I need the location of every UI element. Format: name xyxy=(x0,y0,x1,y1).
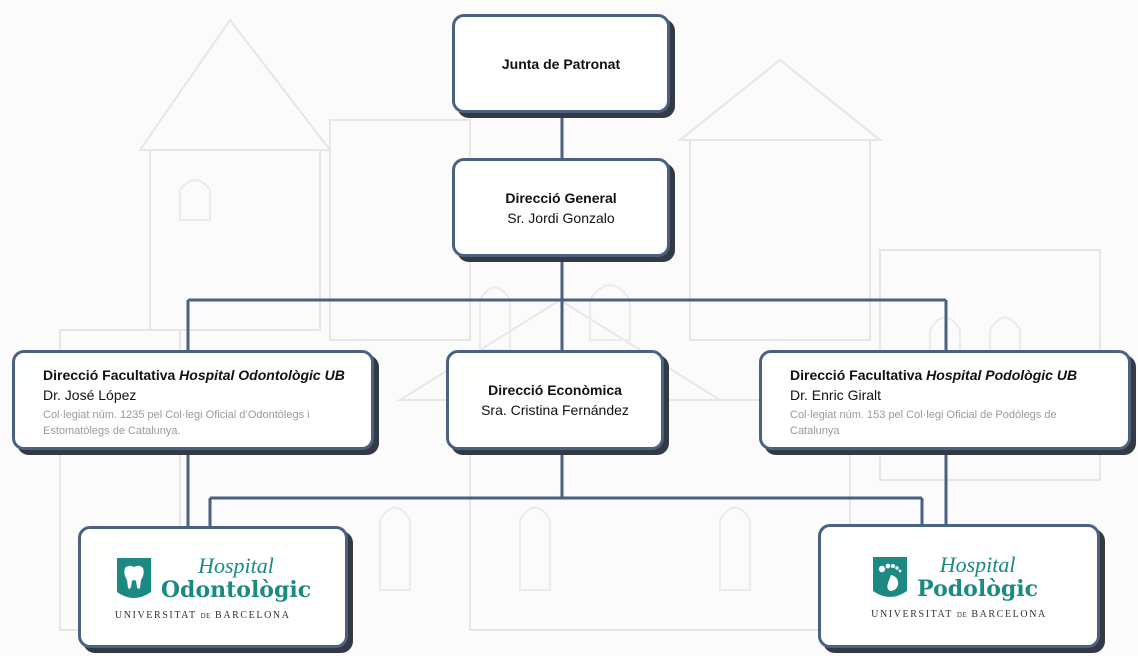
economica-name: Sra. Cristina Fernández xyxy=(481,402,629,418)
box-junta-de-patronat: Junta de Patronat xyxy=(452,14,670,113)
odontologic-note: Col·legiat núm. 1235 pel Col·legi Oficia… xyxy=(43,407,371,439)
logo-odontologic-hospital: Hospital xyxy=(198,552,274,578)
logo-odontologic-sub-b: BARCELONA xyxy=(210,609,291,621)
logo-podologic: Hospital Podològic UNIVERSITAT DE BARCEL… xyxy=(871,553,1047,620)
footprint-icon xyxy=(873,556,908,597)
logo-podologic-sub-de: DE xyxy=(956,610,968,619)
logo-odontologic-name: Odontològic xyxy=(160,576,312,603)
logo-podologic-sub-a: UNIVERSITAT xyxy=(871,608,957,620)
odontologic-name: Dr. José López xyxy=(43,387,137,403)
logo-odontologic-sub-a: UNIVERSITAT xyxy=(114,609,201,621)
logo-podologic-sub-b: BARCELONA xyxy=(967,608,1047,620)
odontologic-title: Direcció Facultativa Hospital Odontològi… xyxy=(43,365,371,385)
tooth-icon xyxy=(116,557,151,598)
logo-podologic-hospital: Hospital xyxy=(939,551,1016,577)
odontologic-note-line2: Estomatòlegs de Catalunya. xyxy=(43,425,181,437)
odontologic-title-prefix: Direcció Facultativa xyxy=(43,367,180,383)
podologic-note-line1: Col·legiat núm. 153 pel Col·legi Oficial… xyxy=(790,409,1057,421)
podologic-title-prefix: Direcció Facultativa xyxy=(790,367,927,383)
box-direccio-economica: Direcció Econòmica Sra. Cristina Fernánd… xyxy=(446,350,664,450)
logo-podologic-subtitle: UNIVERSITAT DE BARCELONA xyxy=(871,609,1047,620)
odontologic-title-italic: Hospital Odontològic UB xyxy=(179,367,345,383)
box-direccio-odontologic: Direcció Facultativa Hospital Odontològi… xyxy=(12,350,374,450)
junta-title: Junta de Patronat xyxy=(501,55,621,72)
podologic-title: Direcció Facultativa Hospital Podològic … xyxy=(790,365,1128,385)
box-logo-odontologic: Hospital Odontològic UNIVERSITAT DE BARC… xyxy=(78,526,348,648)
general-title: Direcció General xyxy=(505,189,617,206)
general-name: Sr. Jordi Gonzalo xyxy=(507,209,615,226)
odontologic-note-line1: Col·legiat núm. 1235 pel Col·legi Oficia… xyxy=(43,409,310,421)
box-logo-podologic: Hospital Podològic UNIVERSITAT DE BARCEL… xyxy=(818,524,1100,648)
box-direccio-general: Direcció General Sr. Jordi Gonzalo xyxy=(452,158,670,257)
box-direccio-podologic: Direcció Facultativa Hospital Podològic … xyxy=(759,350,1131,450)
podologic-note-line2: Catalunya xyxy=(790,425,840,437)
economica-title: Direcció Econòmica xyxy=(488,382,622,398)
logo-podologic-name: Podològic xyxy=(917,575,1039,602)
logo-odontologic-sub-de: DE xyxy=(200,611,211,620)
podologic-note: Col·legiat núm. 153 pel Col·legi Oficial… xyxy=(790,407,1128,439)
podologic-title-italic: Hospital Podològic UB xyxy=(926,367,1078,383)
podologic-name: Dr. Enric Giralt xyxy=(790,387,882,403)
logo-odontologic: Hospital Odontològic UNIVERSITAT DE BARC… xyxy=(115,554,311,621)
logo-odontologic-subtitle: UNIVERSITAT DE BARCELONA xyxy=(115,610,291,621)
